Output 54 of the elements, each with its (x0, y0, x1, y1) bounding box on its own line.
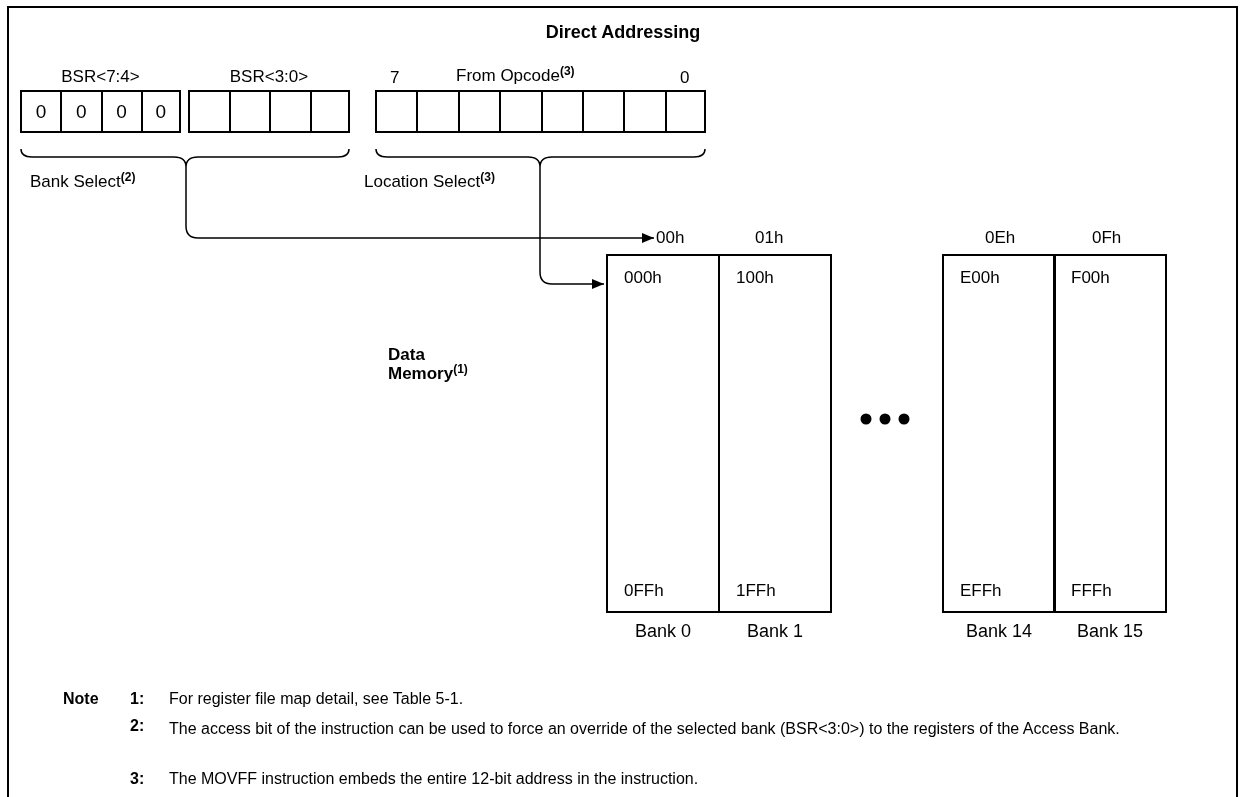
note-number: 3: (130, 769, 145, 789)
arrow (539, 193, 605, 289)
bit-cell (188, 90, 231, 133)
bit-cell: 0 (60, 90, 103, 133)
bit-number: 7 (390, 68, 400, 88)
diagram-title: Direct Addressing (544, 22, 702, 42)
bit-cell (499, 90, 543, 133)
bit-cell: 0 (20, 90, 63, 133)
bank-label: Bank 15 (1075, 621, 1145, 641)
bit-cell (309, 90, 350, 133)
register-label: BSR<7:4> (60, 67, 141, 87)
address-label: EFFh (960, 581, 1002, 601)
bit-cell (664, 90, 706, 133)
memory-bank (718, 254, 832, 613)
register-label: From Opcode$^{(3)}$ (456, 66, 575, 86)
address-label: 100h (736, 268, 774, 288)
bit-cell (623, 90, 667, 133)
bit-cell (269, 90, 312, 133)
memory-bank (606, 254, 720, 613)
memory-bank (942, 254, 1056, 613)
field-label: Location Select$^{(3)}$ (364, 172, 495, 192)
bank-number: 00h (656, 228, 685, 248)
bank-number: 0Fh (1092, 228, 1122, 248)
memory-bank (1053, 254, 1167, 613)
note-number: 1: (130, 689, 145, 709)
address-label: 000h (624, 268, 662, 288)
bit-cell (540, 90, 584, 133)
bit-cell (457, 90, 502, 133)
address-label: 0FFh (624, 581, 664, 601)
bank-label: Bank 0 (633, 621, 692, 641)
note-heading: Note (63, 689, 99, 709)
bit-cell (375, 90, 419, 133)
bank-number: 0Eh (985, 228, 1016, 248)
address-label: F00h (1071, 268, 1110, 288)
arrow (185, 193, 655, 243)
note-text: The MOVFF instruction embeds the entire 12-bit address in the instruction. (169, 769, 699, 789)
address-label: 1FFh (736, 581, 776, 601)
field-label: Bank Select$^{(2)}$ (30, 172, 136, 192)
bank-label: Bank 14 (964, 621, 1034, 641)
register-label: BSR<3:0> (228, 67, 310, 87)
memory-label: Data Memory$^{(1)}$ (388, 345, 468, 383)
note-text: For register file map detail, see Table 5-1. (169, 689, 464, 709)
bit-cell (228, 90, 271, 133)
bank-label: Bank 1 (745, 621, 804, 641)
bit-cell: 0 (100, 90, 143, 133)
address-label: FFFh (1071, 581, 1112, 601)
bit-cell: 0 (140, 90, 181, 133)
note-text: The access bit of the instruction can be used to force an override of the selected bank (BSR<3:0>) to the registers of the Access Bank. (169, 719, 1121, 739)
bank-number: 01h (755, 228, 784, 248)
bit-number: 0 (680, 68, 690, 88)
address-label: E00h (960, 268, 1000, 288)
note-number: 2: (130, 716, 145, 736)
bit-cell (581, 90, 626, 133)
bit-cell (416, 90, 460, 133)
